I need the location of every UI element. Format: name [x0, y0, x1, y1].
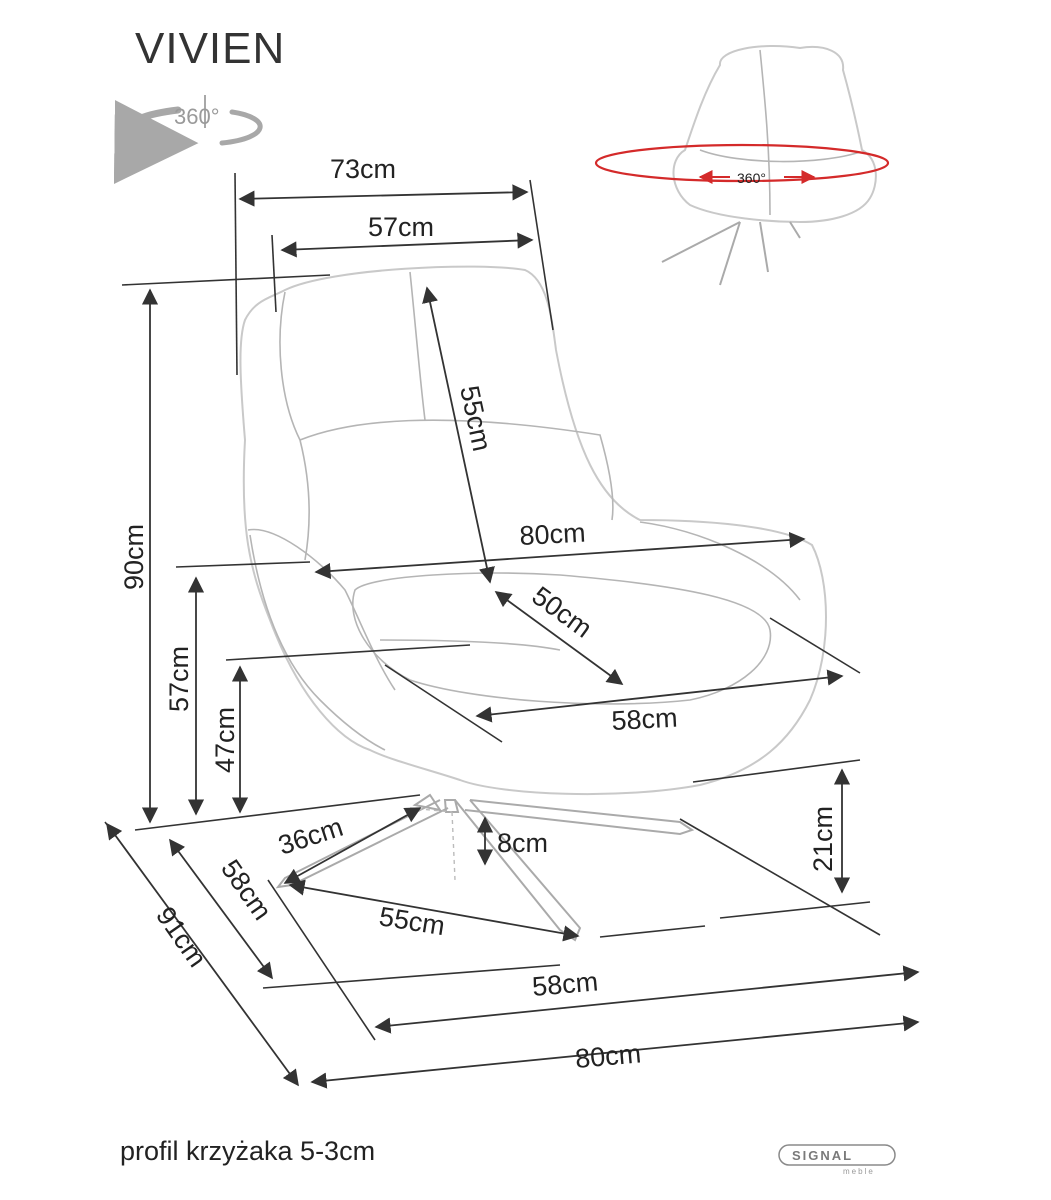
dim-back-outer-width: 73cm — [330, 154, 396, 184]
dim-base-width: 58cm — [531, 966, 599, 1002]
dimension-arrows — [106, 184, 920, 1089]
brand-name: SIGNAL — [792, 1148, 853, 1163]
rotation-360-small-label: 360° — [737, 170, 766, 186]
dim-total-depth: 91cm — [150, 901, 212, 972]
rotation-ring — [594, 143, 890, 183]
dim-seat-depth: 50cm — [526, 581, 597, 644]
dim-base-height: 21cm — [808, 806, 838, 872]
brand-sub: meble — [843, 1167, 875, 1176]
dim-seat-height: 47cm — [210, 707, 240, 773]
swivel-base — [275, 793, 695, 942]
dim-total-width: 80cm — [574, 1038, 642, 1074]
dim-leg-clearance: 8cm — [497, 828, 548, 858]
extension-lines — [104, 172, 881, 1041]
dim-base-diagonal: 55cm — [377, 901, 447, 941]
product-title: VIVIEN — [135, 24, 285, 73]
dim-seat-width: 58cm — [611, 703, 679, 736]
rotation-360-icon: 360° — [113, 95, 263, 185]
footer-note: profil krzyżaka 5-3cm — [120, 1136, 375, 1166]
swivel-chair-thumbnail: 360° — [594, 45, 890, 286]
dim-armrest-height: 57cm — [164, 646, 194, 712]
brand-logo: SIGNAL meble — [778, 1144, 896, 1176]
dimension-labels: 73cm 57cm 55cm 90cm 80cm 50cm 57cm 47cm … — [119, 154, 838, 1074]
dim-total-height: 90cm — [119, 524, 149, 590]
dim-back-inner-width: 57cm — [368, 212, 434, 242]
rotation-360-label: 360° — [174, 104, 220, 129]
dim-arm-width: 80cm — [519, 518, 587, 551]
